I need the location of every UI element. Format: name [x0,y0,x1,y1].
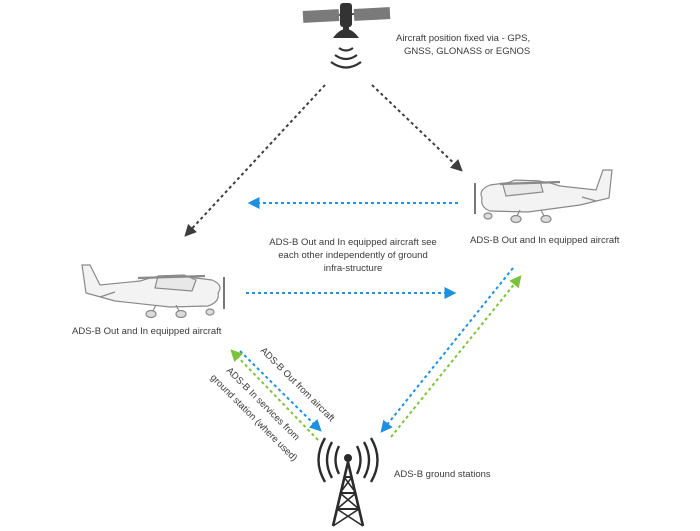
ads-b-in-left-arrow [230,349,319,441]
ground-station-icon [317,437,379,527]
satellite-caption-line-2: GNSS, GLONASS or EGNOS [404,46,531,57]
satellite-link-left-arrow [184,84,326,237]
center-note-line-1: ADS-B Out and In equipped aircraft see [269,237,437,248]
satellite-caption-line-1: Aircraft position fixed via - GPS, [396,33,531,44]
aircraft-right-label: ADS-B Out and In equipped aircraft [470,235,620,246]
satellite-icon [302,3,391,69]
satellite-caption: Aircraft position fixed via - GPS, GNSS,… [396,32,546,58]
satellite-link-right-arrow [371,84,463,172]
aircraft-right-icon [474,169,613,224]
center-note: ADS-B Out and In equipped aircraft see e… [243,236,463,275]
ads-b-out-left-arrow [239,350,322,432]
center-note-line-2: each other independently of ground [278,250,428,261]
ads-b-in-right-arrow [390,275,522,438]
ads-b-out-right-arrow [380,267,514,433]
ground-station-label: ADS-B ground stations [394,469,491,480]
aircraft-left-label: ADS-B Out and In equipped aircraft [72,326,222,337]
center-note-line-3: infra-structure [323,263,383,274]
aircraft-left-icon [81,264,225,319]
